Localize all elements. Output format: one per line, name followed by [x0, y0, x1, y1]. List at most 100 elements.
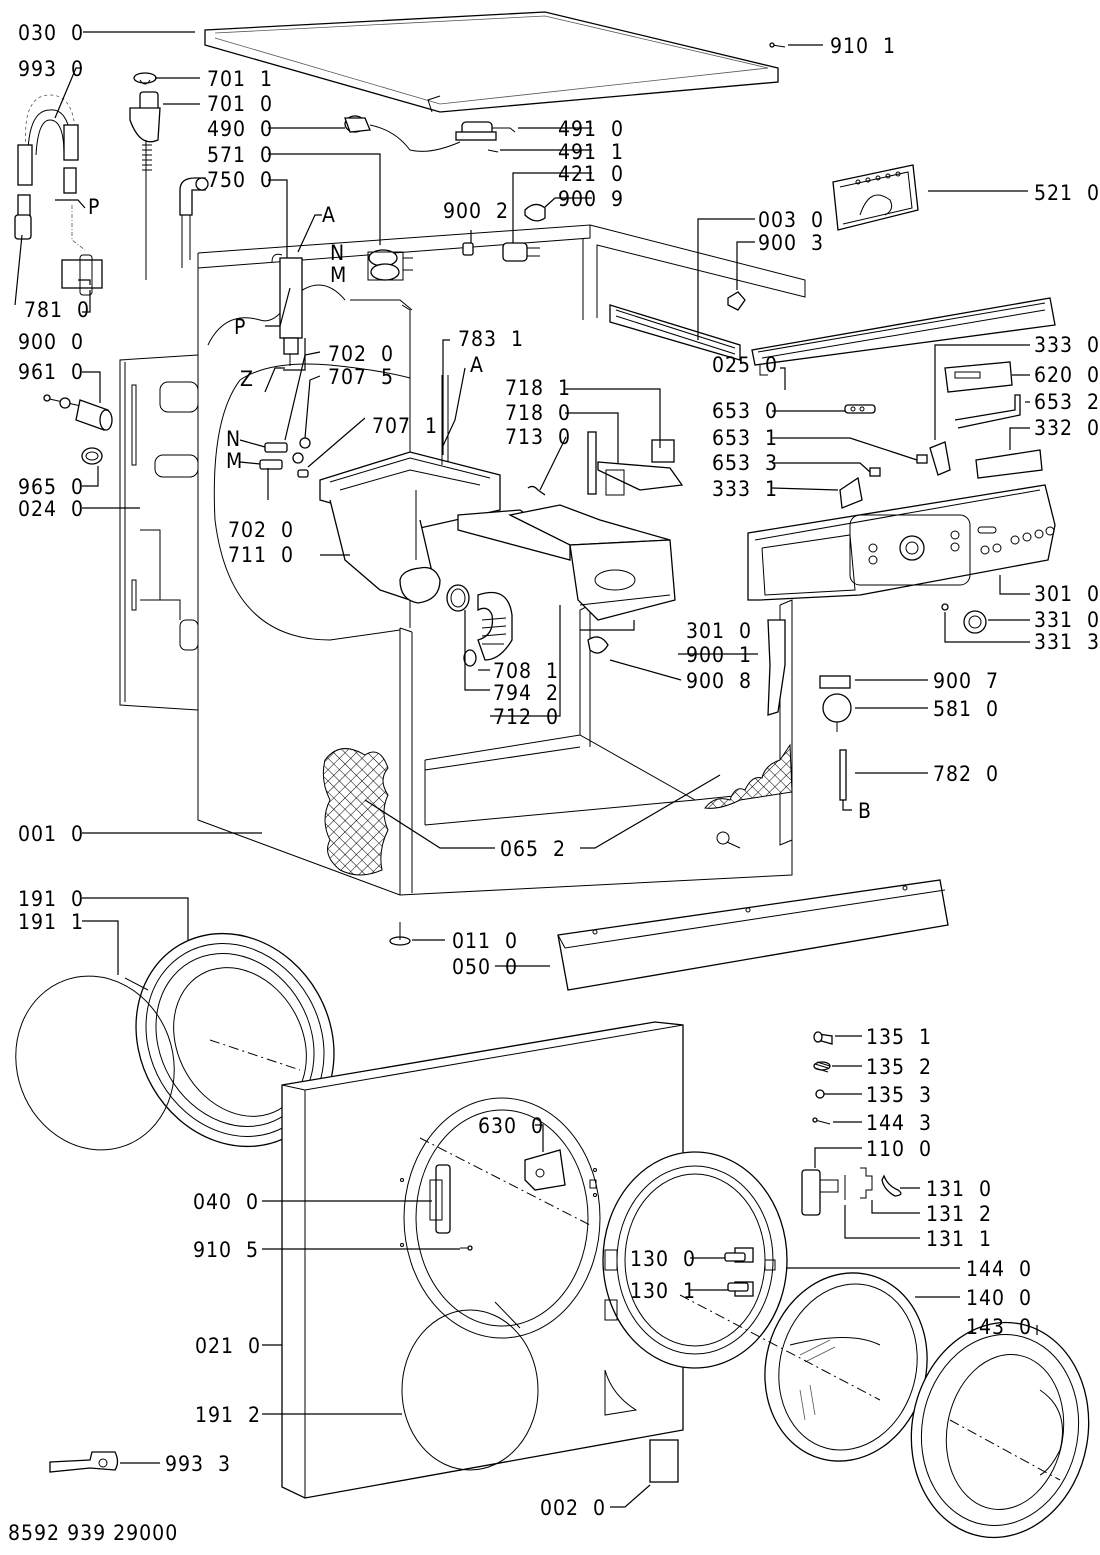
knob-331 [941, 603, 987, 634]
label-653-3: 653 3 [712, 451, 778, 475]
filter-cover-002-0 [649, 1439, 679, 1483]
inner-door-frame-144-0 [602, 1151, 788, 1369]
clip-900-2 [462, 242, 474, 256]
grommet-965-0 [81, 447, 103, 465]
label-794-2: 794 2 [493, 681, 559, 705]
front-panel-021-0 [281, 1021, 684, 1499]
label-131-1: 131 1 [926, 1227, 992, 1251]
label-571-0: 571 0 [207, 143, 273, 167]
leader-lines [14, 31, 1038, 1508]
marker-n-2: N [226, 427, 241, 451]
pressure-tube-782-0 [839, 749, 847, 801]
label-961-0: 961 0 [18, 360, 84, 384]
label-781-0: 781 0 [24, 298, 90, 322]
counterweight-bolt-961-0 [43, 394, 113, 431]
label-783-1: 783 1 [458, 327, 524, 351]
marker-a-2: A [470, 353, 484, 377]
plinth-050-0 [557, 879, 949, 991]
small-hoses-702 [259, 437, 311, 478]
clip-900-3 [727, 291, 746, 311]
label-135-1: 135 1 [866, 1025, 932, 1049]
anti-siphon-701-0 [129, 91, 161, 280]
dispenser-hose-712-0 [446, 584, 513, 667]
label-130-0: 130 0 [630, 1247, 696, 1271]
label-331-0: 331 0 [1034, 608, 1100, 632]
marker-b: B [858, 799, 872, 823]
clip-900-8 [587, 636, 609, 654]
part-labels: 030 0 993 0 701 1 701 0 490 0 571 0 750 … [18, 21, 1100, 1520]
panel-bracket-025-0 [751, 297, 1056, 376]
label-702-0a: 702 0 [328, 342, 394, 366]
label-708-1: 708 1 [493, 659, 559, 683]
control-panel-301-0a [747, 484, 1056, 601]
label-490-0: 490 0 [207, 117, 273, 141]
label-143-0: 143 0 [966, 1315, 1032, 1339]
label-001-0: 001 0 [18, 822, 84, 846]
service-tool-993-3 [49, 1451, 119, 1473]
label-900-3: 900 3 [758, 231, 824, 255]
marker-m-2: M [226, 449, 243, 473]
document-number: 8592 939 29000 [8, 1521, 178, 1545]
seal-axis-line [209, 1039, 301, 1071]
top-screw-910-1 [769, 42, 786, 48]
label-707-1: 707 1 [372, 414, 438, 438]
door-lock-630-0 [524, 1149, 566, 1191]
label-191-0: 191 0 [18, 887, 84, 911]
label-713-0: 713 0 [505, 425, 571, 449]
siphon-718 [527, 431, 684, 496]
label-024-0: 024 0 [18, 497, 84, 521]
label-131-0: 131 0 [926, 1177, 992, 1201]
elbow-fitting [179, 177, 209, 268]
label-050-0: 050 0 [452, 955, 518, 979]
label-712-0: 712 0 [493, 705, 559, 729]
clip-900-9 [524, 203, 546, 222]
label-900-0: 900 0 [18, 330, 84, 354]
label-491-1: 491 1 [558, 140, 624, 164]
label-040-0: 040 0 [193, 1190, 259, 1214]
label-333-1: 333 1 [712, 477, 778, 501]
label-301-0b: 301 0 [686, 619, 752, 643]
back-panel-part [119, 354, 199, 711]
door-hinge-040-0 [429, 1164, 451, 1234]
label-332-0: 332 0 [1034, 416, 1100, 440]
label-718-0: 718 0 [505, 401, 571, 425]
relay-421-0 [502, 242, 540, 262]
suppressor-491-0 [455, 121, 516, 153]
label-701-1: 701 1 [207, 67, 273, 91]
label-993-3: 993 3 [165, 1452, 231, 1476]
marker-a-1: A [322, 203, 336, 227]
label-131-2: 131 2 [926, 1202, 992, 1226]
label-331-3: 331 3 [1034, 630, 1100, 654]
label-718-1: 718 1 [505, 376, 571, 400]
label-021-0: 021 0 [195, 1334, 261, 1358]
label-900-9: 900 9 [558, 187, 624, 211]
marker-p-2: P [234, 315, 246, 339]
label-701-0: 701 0 [207, 92, 273, 116]
electronic-module-521-0 [832, 164, 919, 231]
label-653-1: 653 1 [712, 426, 778, 450]
label-711-0: 711 0 [228, 543, 294, 567]
label-653-2: 653 2 [1034, 390, 1100, 414]
label-135-3: 135 3 [866, 1083, 932, 1107]
marker-p-1: P [88, 195, 100, 219]
inlet-valve-571-0 [367, 249, 413, 281]
label-025-0: 025 0 [712, 353, 778, 377]
label-003-0: 003 0 [758, 208, 824, 232]
hinge-parts-130 [724, 1252, 749, 1292]
door-glass-140-0 [764, 1272, 928, 1462]
label-130-1: 130 1 [630, 1279, 696, 1303]
seal-spring-disc [15, 975, 175, 1151]
label-965-0: 965 0 [18, 475, 84, 499]
label-750-0: 750 0 [207, 168, 273, 192]
label-782-0: 782 0 [933, 762, 999, 786]
door-handle-110-0 [801, 1167, 902, 1216]
valve-cap-701-1 [133, 72, 157, 85]
top-cover-part [204, 11, 779, 113]
outer-door-frame-143-0 [910, 1321, 1090, 1539]
label-030-0: 030 0 [18, 21, 84, 45]
cabinet-part [197, 224, 806, 896]
label-333-0: 333 0 [1034, 333, 1100, 357]
air-chamber-750-0 [271, 253, 303, 366]
panel-electronics [839, 361, 1043, 509]
